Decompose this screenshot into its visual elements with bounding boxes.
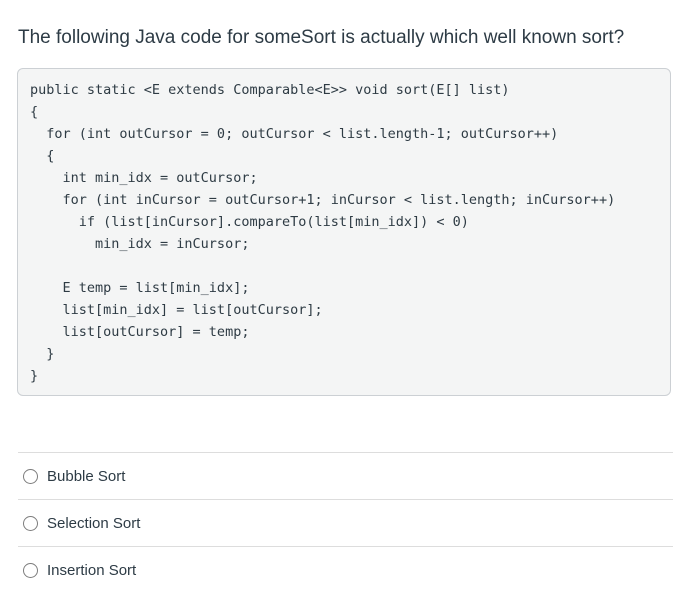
code-line: { — [30, 148, 55, 164]
code-line: for (int inCursor = outCursor+1; inCurso… — [30, 192, 616, 208]
answer-label: Insertion Sort — [47, 561, 137, 579]
code-line: int min_idx = outCursor; — [30, 170, 258, 186]
question-title: The following Java code for someSort is … — [18, 27, 625, 48]
code-line: } — [30, 346, 55, 362]
code-block: public static <E extends Comparable<E>> … — [17, 68, 671, 396]
code-line: E temp = list[min_idx]; — [30, 280, 250, 296]
code-line: { — [30, 104, 39, 120]
radio-button-insertion-sort[interactable] — [23, 562, 38, 578]
answer-option-bubble-sort[interactable]: Bubble Sort — [18, 452, 673, 499]
answer-list: Bubble Sort Selection Sort Insertion Sor… — [18, 452, 673, 593]
answer-label: Selection Sort — [47, 514, 141, 532]
answer-option-insertion-sort[interactable]: Insertion Sort — [18, 546, 673, 593]
radio-button-selection-sort[interactable] — [23, 515, 38, 531]
code-line: list[outCursor] = temp; — [30, 324, 250, 340]
code-line: if (list[inCursor].compareTo(list[min_id… — [30, 214, 469, 230]
code-line: list[min_idx] = list[outCursor]; — [30, 302, 323, 318]
code-line: } — [30, 368, 39, 384]
answer-option-selection-sort[interactable]: Selection Sort — [18, 499, 673, 546]
radio-button-bubble-sort[interactable] — [23, 468, 38, 484]
code-line: public static <E extends Comparable<E>> … — [30, 82, 510, 98]
code-line: min_idx = inCursor; — [30, 236, 250, 252]
answer-label: Bubble Sort — [47, 467, 126, 485]
code-line — [30, 255, 658, 277]
code-line: for (int outCursor = 0; outCursor < list… — [30, 126, 559, 142]
